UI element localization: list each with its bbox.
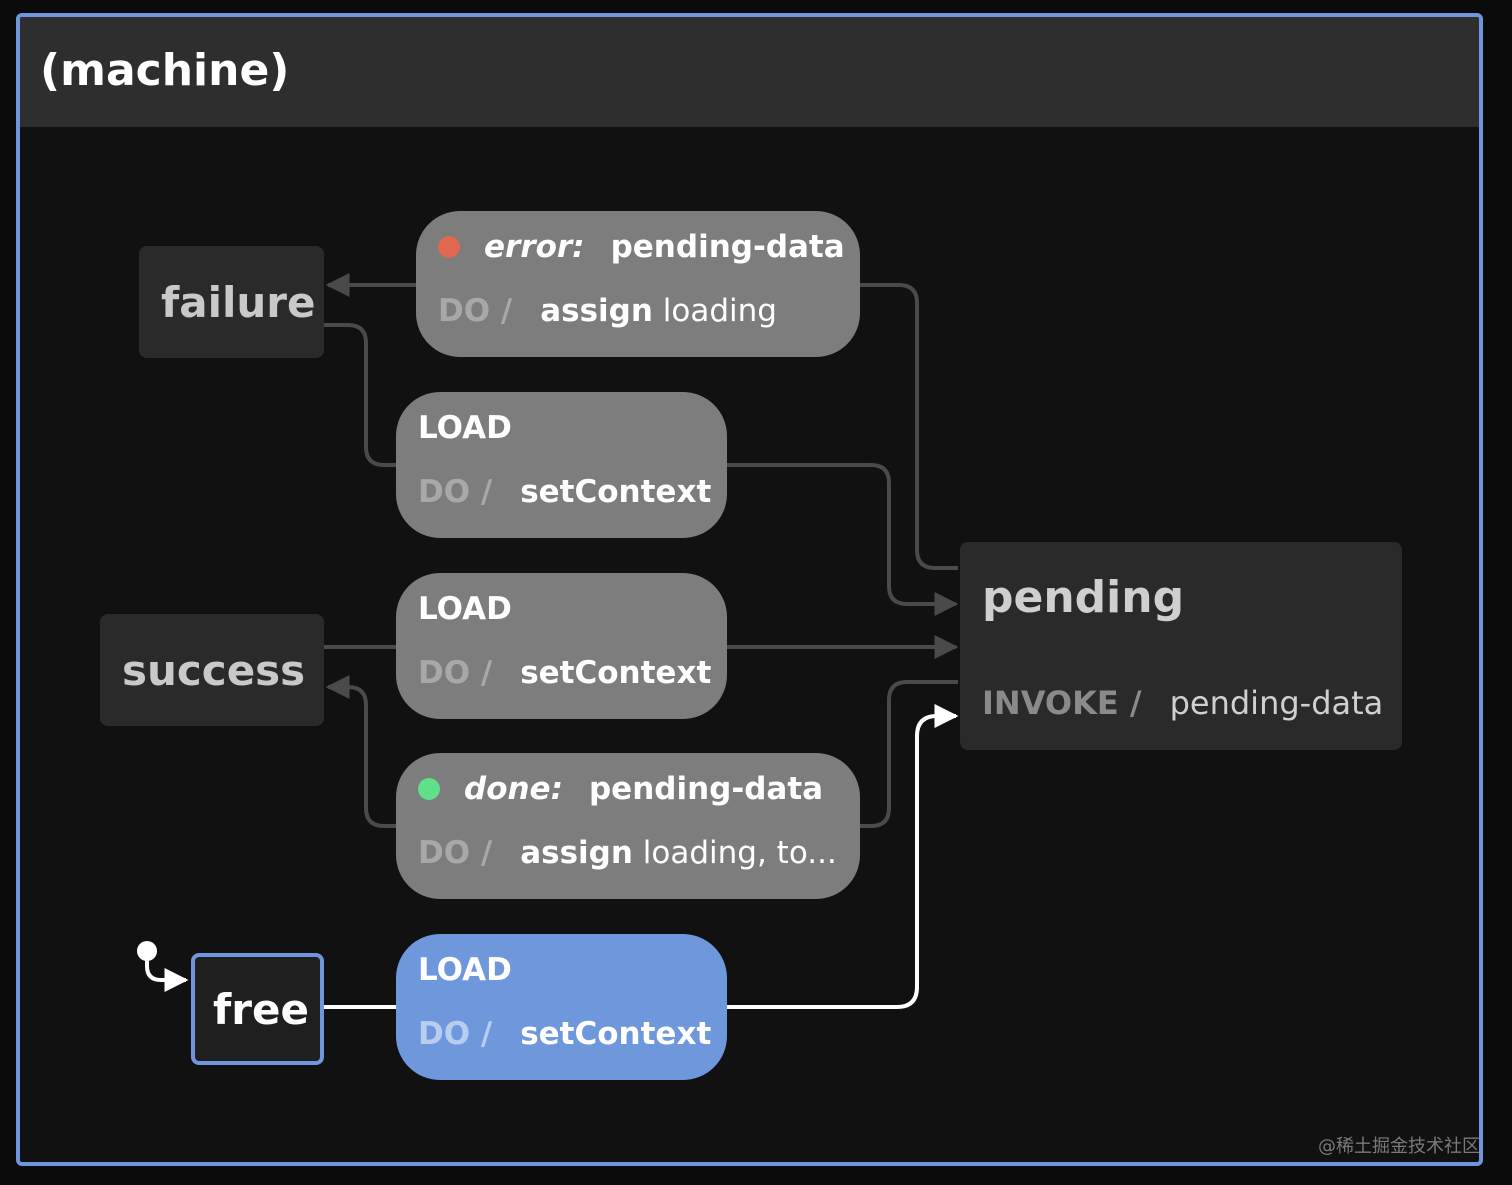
action-rest: loading, to... [632, 835, 837, 871]
action-rest: loading [652, 293, 777, 329]
event-name: LOAD [418, 591, 512, 627]
do-label: DO / [418, 835, 493, 871]
state-failure[interactable]: failure [139, 246, 324, 358]
action-verb: setContext [520, 655, 712, 691]
action-verb: assign [540, 293, 653, 329]
invoke-label: INVOKE / [982, 684, 1142, 722]
state-pending-invoke: INVOKE / pending-data [982, 684, 1383, 722]
state-pending[interactable]: pending INVOKE / pending-data [960, 542, 1402, 750]
transition-event: LOAD [418, 952, 512, 988]
event-kind: error: [484, 229, 585, 265]
transition-action: DO / setContext [418, 1016, 711, 1052]
event-name: LOAD [418, 952, 512, 988]
transition-event: error: pending-data [438, 229, 845, 265]
invoke-value: pending-data [1169, 684, 1384, 722]
machine-header: (machine) [20, 17, 1479, 127]
transition-load-free[interactable]: LOAD DO / setContext [396, 934, 727, 1080]
transition-load-failure[interactable]: LOAD DO / setContext [396, 392, 727, 538]
action-verb: assign [520, 835, 633, 871]
state-free[interactable]: free [191, 953, 324, 1065]
do-label: DO / [418, 1016, 493, 1052]
transition-action: DO / assign loading [438, 293, 777, 329]
action-verb: setContext [520, 474, 712, 510]
event-name: pending-data [588, 771, 824, 807]
state-pending-title: pending [982, 572, 1185, 623]
transition-action: DO / assign loading, to... [418, 835, 837, 871]
state-success-label: success [122, 646, 306, 695]
state-failure-label: failure [161, 278, 316, 327]
do-label: DO / [438, 293, 513, 329]
event-kind: done: [464, 771, 563, 807]
error-status-dot [438, 236, 460, 258]
transition-done-pending-data[interactable]: done: pending-data DO / assign loading, t… [396, 753, 860, 899]
state-success[interactable]: success [100, 614, 324, 726]
done-status-dot [418, 778, 440, 800]
transition-error-pending-data[interactable]: error: pending-data DO / assign loading [416, 211, 860, 357]
event-name: pending-data [610, 229, 845, 265]
transition-event: done: pending-data [418, 771, 823, 807]
transition-action: DO / setContext [418, 474, 711, 510]
watermark: @稀土掘金技术社区 [1318, 1136, 1480, 1157]
transition-load-success[interactable]: LOAD DO / setContext [396, 573, 727, 719]
do-label: DO / [418, 655, 493, 691]
machine-title: (machine) [40, 45, 290, 96]
transition-event: LOAD [418, 591, 512, 627]
action-verb: setContext [520, 1016, 712, 1052]
transition-action: DO / setContext [418, 655, 711, 691]
transition-event: LOAD [418, 410, 512, 446]
state-free-label: free [213, 985, 309, 1034]
do-label: DO / [418, 474, 493, 510]
event-name: LOAD [418, 410, 512, 446]
